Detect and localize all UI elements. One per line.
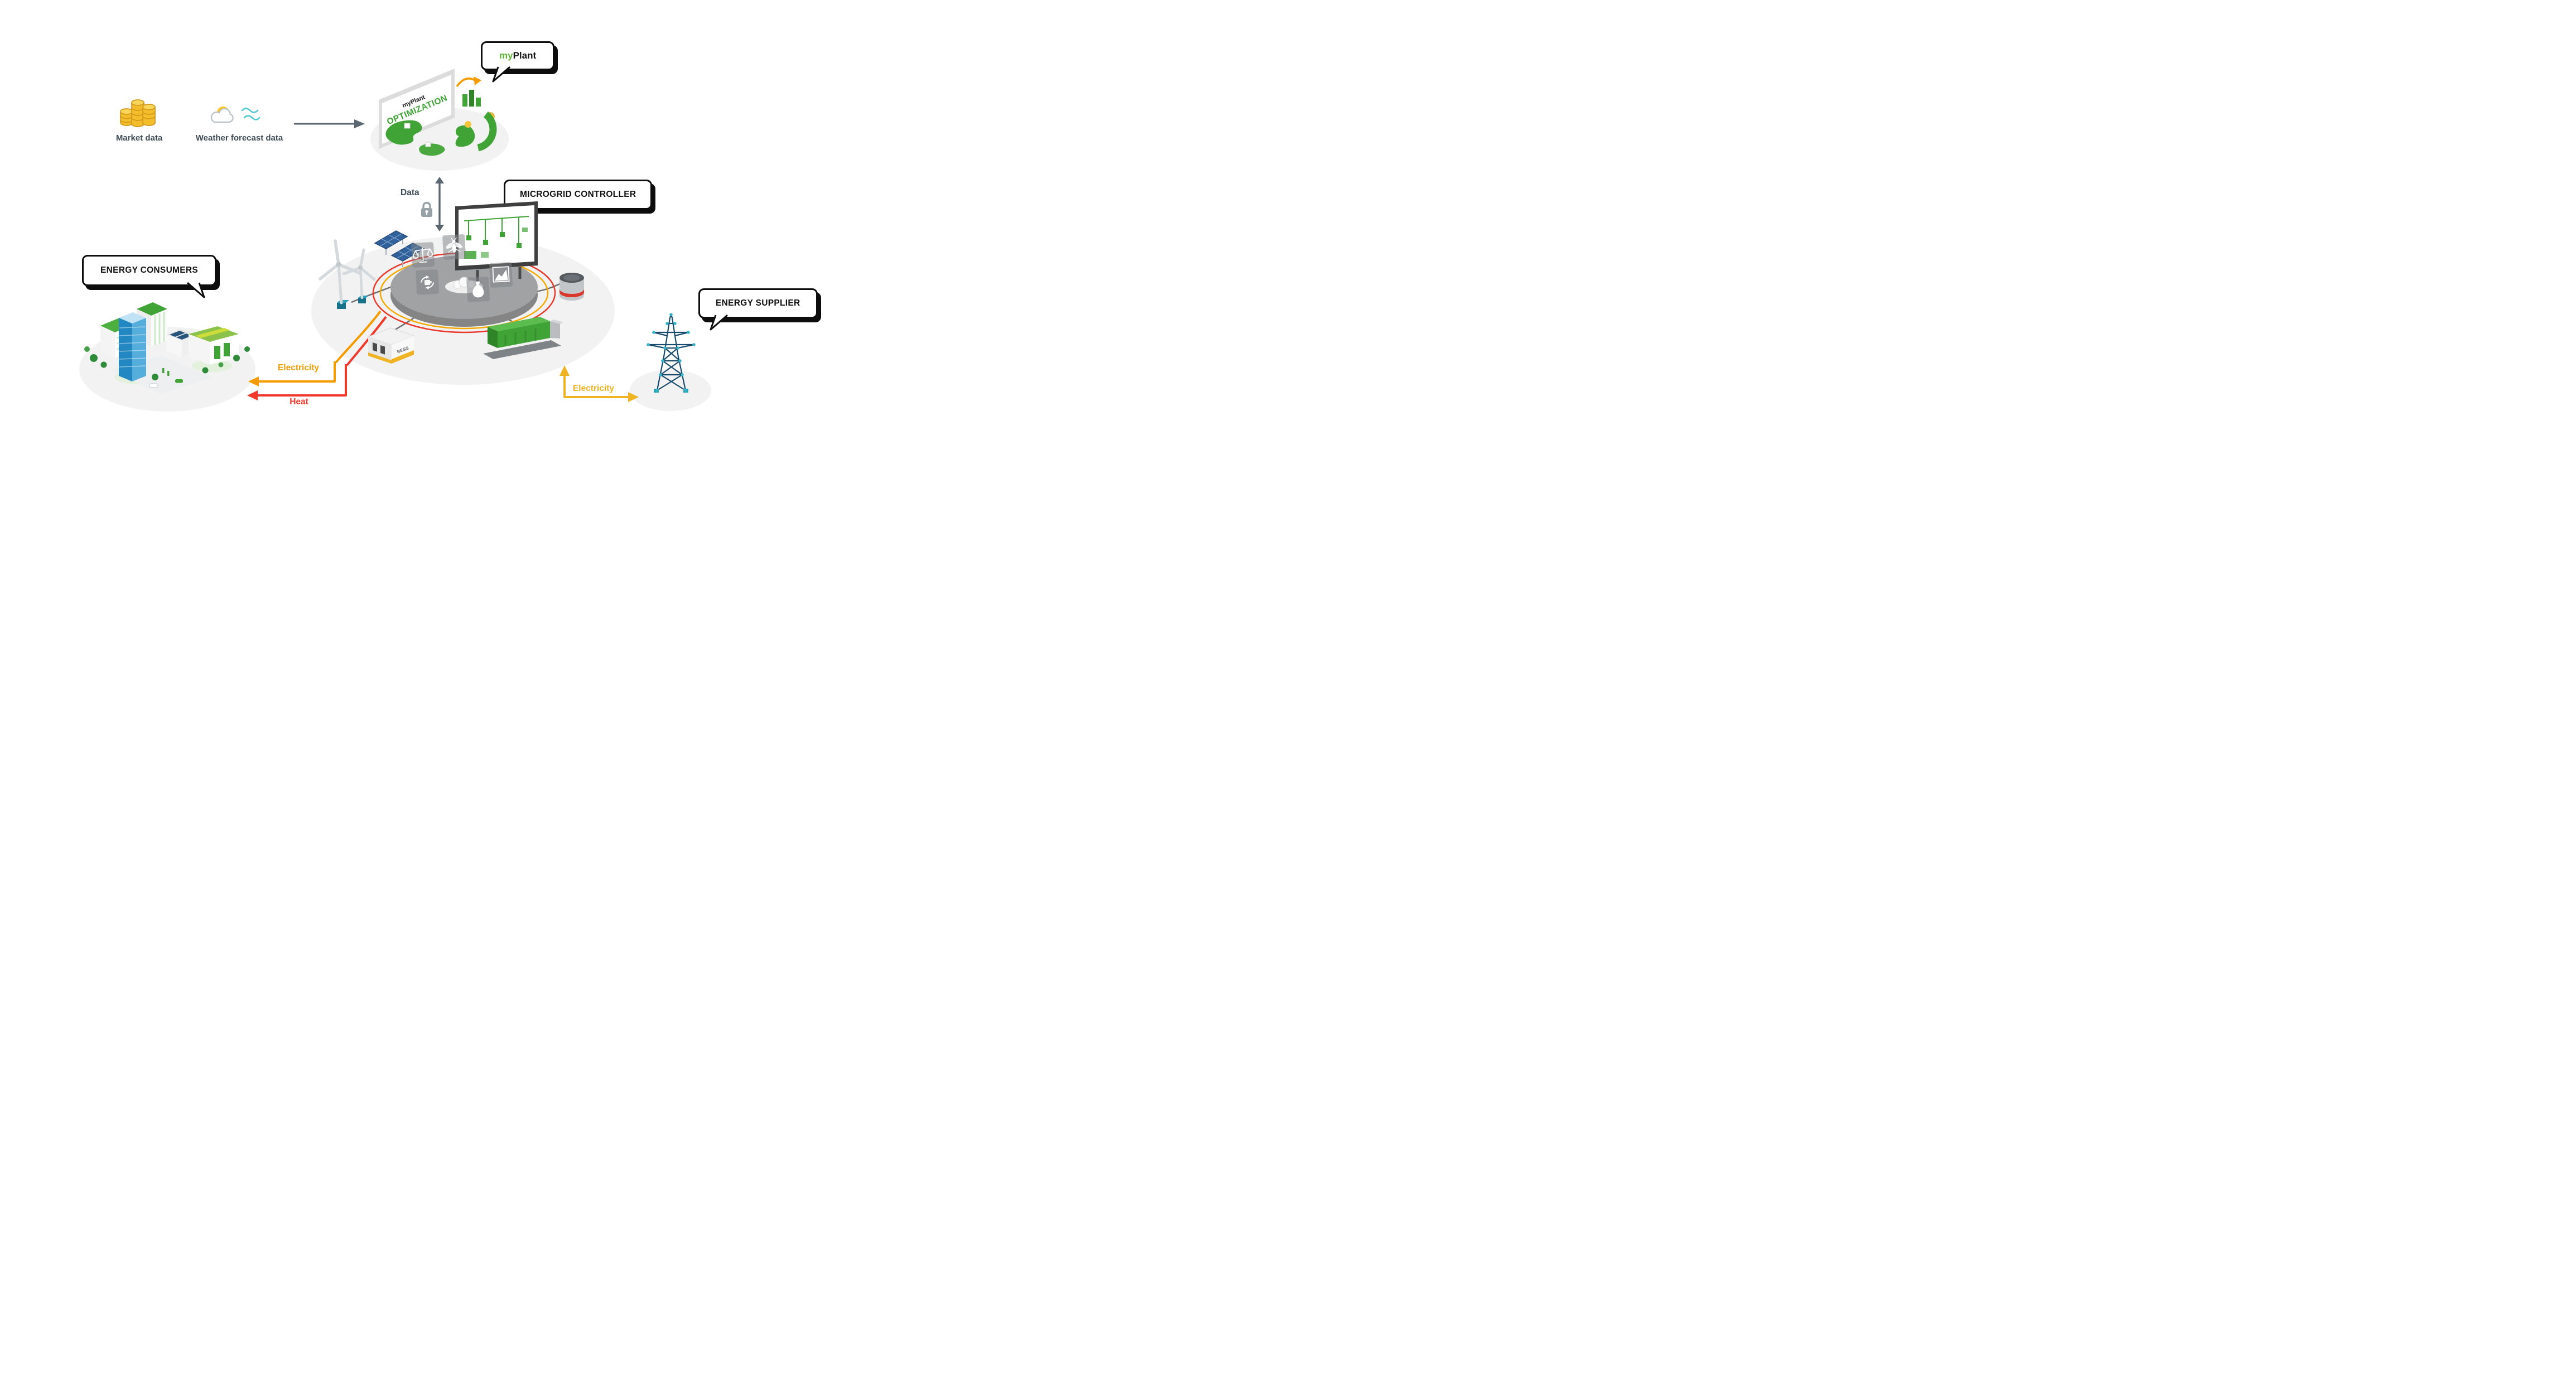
battery-cycle-icon — [416, 269, 440, 295]
tower-joints — [647, 313, 696, 392]
ev-chargers — [162, 368, 170, 376]
myplant-bubble-suffix: Plant — [513, 50, 537, 61]
bubble-tail — [187, 282, 205, 298]
controller-screen — [455, 201, 538, 281]
market-data-label: Market data — [115, 133, 163, 143]
trees — [84, 346, 250, 380]
energy-supplier-bubble-label: ENERGY SUPPLIER — [716, 298, 800, 308]
optimization-platform-illustration: myPlant OPTIMIZATION — [370, 69, 509, 171]
energy-consumers-bubble: ENERGY CONSUMERS — [82, 255, 217, 298]
electricity-heat-arrows — [247, 361, 347, 400]
glass-tower — [119, 312, 146, 381]
coins-icon — [120, 99, 156, 127]
cloud-icon — [210, 108, 234, 123]
supplier-base — [630, 370, 711, 411]
microgrid-platform-illustration: BESS — [311, 201, 615, 385]
storage-tank — [559, 273, 584, 301]
money-bag-icon — [466, 277, 490, 302]
wind-icon — [241, 108, 261, 120]
weather-data-label: Weather forecast data — [195, 133, 283, 143]
data-link-label: Data — [401, 188, 419, 197]
transmission-tower-illustration — [630, 313, 711, 411]
energy-consumers-bubble-label: ENERGY CONSUMERS — [100, 265, 199, 275]
inputs-to-myplant-arrow — [294, 119, 365, 128]
warehouse — [189, 326, 239, 365]
microgrid-controller-bubble-label: MICROGRID CONTROLLER — [520, 190, 636, 199]
insect-icon — [442, 234, 466, 260]
sun-cloud-wind-icon — [210, 107, 261, 123]
heat-label: Heat — [290, 397, 308, 407]
electricity-arrow-left — [248, 361, 336, 386]
lock-icon — [421, 201, 432, 217]
city-illustration — [79, 302, 255, 412]
myplant-bubble-prefix: my — [499, 50, 513, 61]
electricity-right-label: Electricity — [572, 384, 615, 393]
map-buildings — [404, 121, 471, 147]
generator-unit — [483, 317, 563, 359]
wind-turbine-icon — [342, 248, 376, 303]
energy-supplier-bubble: ENERGY SUPPLIER — [698, 288, 818, 331]
electricity-left-label: Electricity — [277, 363, 320, 373]
data-exchange-arrow — [435, 177, 444, 231]
cars — [149, 379, 183, 388]
heat-arrow — [247, 364, 347, 400]
diagram-canvas: Market data Weather forecast data myPla — [0, 0, 859, 464]
chart-icon — [489, 262, 513, 288]
scales-icon — [411, 242, 435, 268]
wind-turbine-icon — [319, 239, 362, 309]
electricity-arrow-right — [559, 365, 639, 402]
bess-unit: BESS — [367, 327, 415, 364]
bubble-tail — [492, 66, 510, 83]
bubble-tail — [710, 314, 728, 331]
